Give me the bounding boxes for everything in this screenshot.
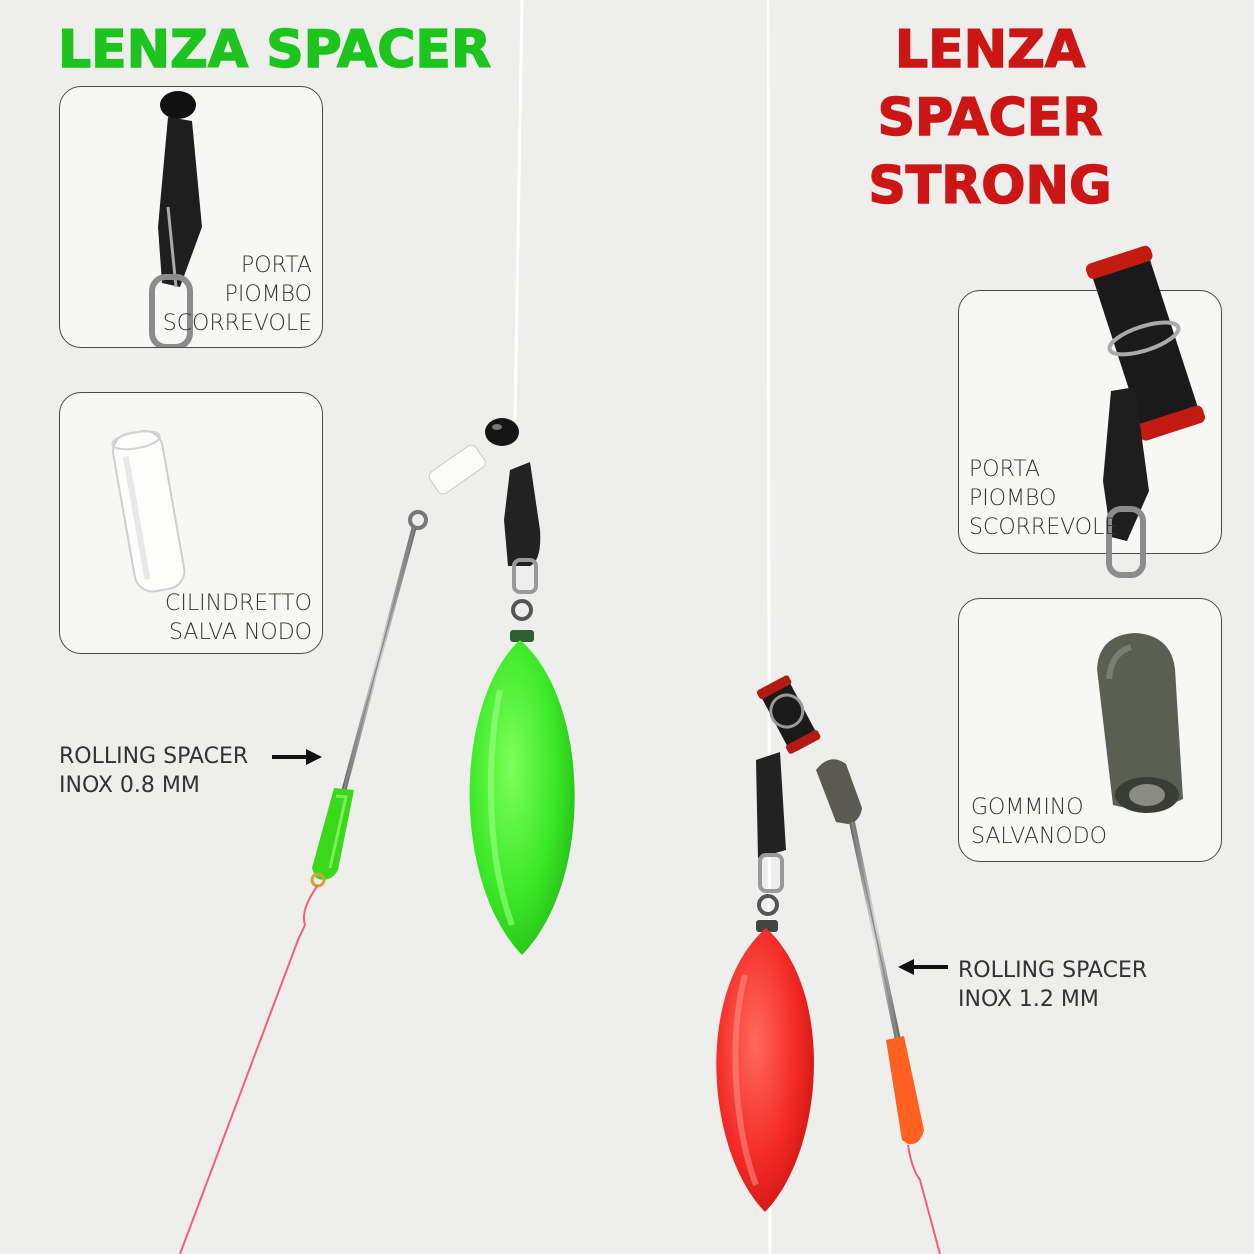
card-label-cilindretto: CILINDRETTO SALVA NODO <box>165 591 312 645</box>
gommino-on-rig <box>816 759 862 824</box>
card-label-porta-piombo-left: PORTA PIOMBO SCORREVOLE <box>162 253 312 336</box>
card-cilindretto: CILINDRETTO SALVA NODO <box>59 392 323 654</box>
title-strong-line2: STRONG <box>868 155 1113 217</box>
callout-rolling-spacer-right: ROLLING SPACER INOX 1.2 MM <box>958 958 1148 1012</box>
card-porta-piombo-left: PORTA PIOMBO SCORREVOLE <box>59 86 323 348</box>
card-porta-piombo-right: PORTA PIOMBO SCORREVOLE <box>958 245 1222 578</box>
bead-left <box>485 418 519 446</box>
arrow-right <box>898 959 948 975</box>
strong-tube <box>756 675 821 754</box>
red-lead <box>716 928 814 1212</box>
rubber-sleeve-icon <box>1097 633 1183 813</box>
title-lenza-spacer-strong: LENZA SPACER STRONG <box>780 16 1200 220</box>
arrow-left <box>272 749 322 765</box>
callout-rolling-spacer-left: ROLLING SPACER INOX 0.8 MM <box>59 744 249 798</box>
sliding-clip-icon <box>149 91 202 347</box>
card-gommino: GOMMINO SALVANODO <box>958 598 1222 862</box>
lead-clip-right <box>756 752 786 858</box>
strong-clip-icon <box>1085 245 1206 578</box>
title-strong-line1: LENZA SPACER <box>877 19 1103 149</box>
clear-cylinder-icon <box>111 429 186 593</box>
lead-clip-left <box>504 462 541 566</box>
green-lead <box>469 640 575 955</box>
card-label-gommino: GOMMINO SALVANODO <box>971 795 1107 849</box>
title-lenza-spacer: LENZA SPACER <box>57 19 492 81</box>
right-rig <box>716 0 941 1254</box>
card-label-porta-piombo-right: PORTA PIOMBO SCORREVOLE <box>969 457 1119 540</box>
clear-sleeve <box>428 444 486 495</box>
left-rig <box>179 0 575 1254</box>
